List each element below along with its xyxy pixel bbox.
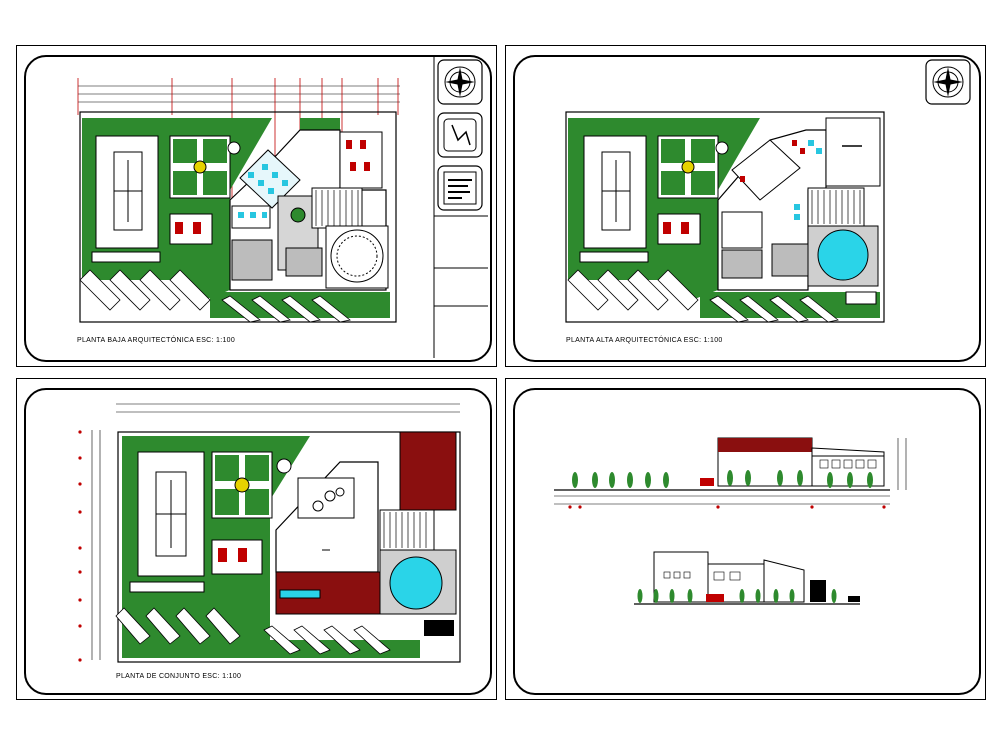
caption-ground-floor: PLANTA BAJA ARQUITECTÓNICA ESC: 1:100 (77, 337, 236, 344)
frame-upper-floor (513, 55, 981, 362)
caption-site-plan: PLANTA DE CONJUNTO ESC: 1:100 (116, 673, 242, 680)
frame-elevations (513, 388, 981, 695)
frame-site-plan (24, 388, 492, 695)
frame-ground-floor (24, 55, 492, 362)
caption-upper-floor: PLANTA ALTA ARQUITECTÓNICA ESC: 1:100 (566, 337, 723, 344)
